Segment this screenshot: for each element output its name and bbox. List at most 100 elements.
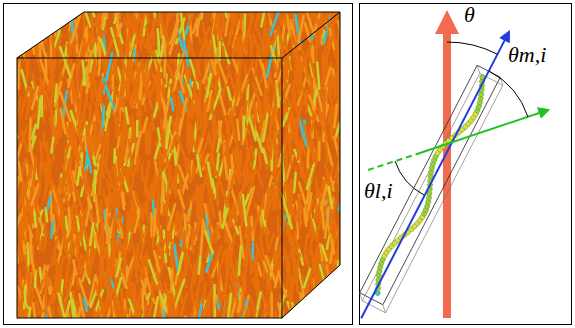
rod [106, 209, 107, 226]
rod [10, 191, 17, 220]
rod [216, 183, 219, 206]
rod [135, 60, 142, 87]
rod [11, 225, 14, 254]
rod [247, 173, 251, 185]
rod [22, 0, 26, 22]
rod [36, 301, 39, 314]
rod [301, 44, 310, 73]
rod [10, 0, 14, 21]
rod [258, 263, 261, 276]
rod [212, 61, 216, 74]
rod [233, 58, 237, 69]
rod [60, 47, 70, 77]
rod [190, 126, 197, 153]
rod [257, 170, 261, 185]
rod [22, 190, 24, 218]
rod [161, 239, 165, 255]
rod [99, 61, 100, 75]
rod [312, 251, 315, 271]
rod [46, 7, 48, 21]
rod [47, 57, 48, 70]
rod [348, 253, 351, 281]
rod [343, 261, 345, 282]
rod [10, 204, 13, 221]
rod [239, 107, 242, 121]
rod [179, 190, 185, 208]
rod [143, 118, 147, 132]
rod [338, 21, 344, 50]
rod [342, 314, 344, 328]
rod [186, 2, 190, 15]
rod [218, 122, 221, 136]
rod [113, 212, 115, 238]
rod [191, 291, 195, 307]
rod [290, 305, 292, 320]
rod [319, 310, 324, 325]
rod [25, 166, 32, 190]
rod [100, 150, 104, 163]
rod [218, 265, 221, 279]
rod [290, 230, 296, 255]
rod [114, 87, 115, 107]
rod [171, 247, 175, 267]
rod [95, 195, 98, 222]
rod [17, 32, 25, 58]
rod [68, 44, 72, 63]
rod [304, 90, 308, 104]
rod [128, 32, 129, 48]
rod [86, 126, 90, 138]
rod [278, 304, 281, 317]
rod [283, 181, 286, 193]
rod [304, 269, 310, 287]
rod [298, 16, 303, 42]
rod [348, 196, 351, 212]
rod [222, 208, 227, 227]
right-panel [360, 4, 572, 325]
rod [286, 65, 287, 79]
rod [228, 170, 236, 198]
rod [343, 136, 350, 159]
rod [155, 142, 160, 158]
rod [318, 142, 321, 160]
rod [245, 35, 248, 53]
rod [22, 22, 28, 43]
rod [192, 317, 197, 328]
rod [341, 295, 343, 313]
rod [337, 229, 340, 250]
rod [349, 77, 351, 102]
rod [323, 99, 326, 130]
rod [113, 0, 118, 18]
rod [346, 190, 349, 218]
rod [174, 287, 179, 303]
rod [300, 294, 303, 319]
rod [237, 36, 240, 49]
rod [239, 77, 241, 97]
rod [27, 20, 31, 33]
rod [349, 152, 350, 172]
rod [239, 37, 246, 67]
rod [22, 8, 25, 21]
rod [47, 196, 50, 209]
rod [299, 117, 304, 138]
rod [83, 96, 87, 114]
rod [40, 96, 43, 116]
rod [107, 132, 109, 161]
rod [343, 88, 345, 102]
rod [129, 299, 134, 314]
rod [327, 311, 330, 324]
rod [233, 41, 235, 57]
rod [31, 5, 33, 25]
rod [345, 245, 348, 265]
rod [188, 201, 192, 220]
rod [254, 101, 257, 122]
rod [269, 234, 273, 250]
rod [10, 165, 11, 179]
rod [345, 28, 348, 41]
rod [11, 196, 12, 212]
rod [277, 216, 280, 229]
rod [243, 195, 246, 226]
rod [145, 122, 149, 153]
rod [218, 285, 221, 303]
rod [157, 41, 160, 56]
rod [118, 300, 122, 324]
